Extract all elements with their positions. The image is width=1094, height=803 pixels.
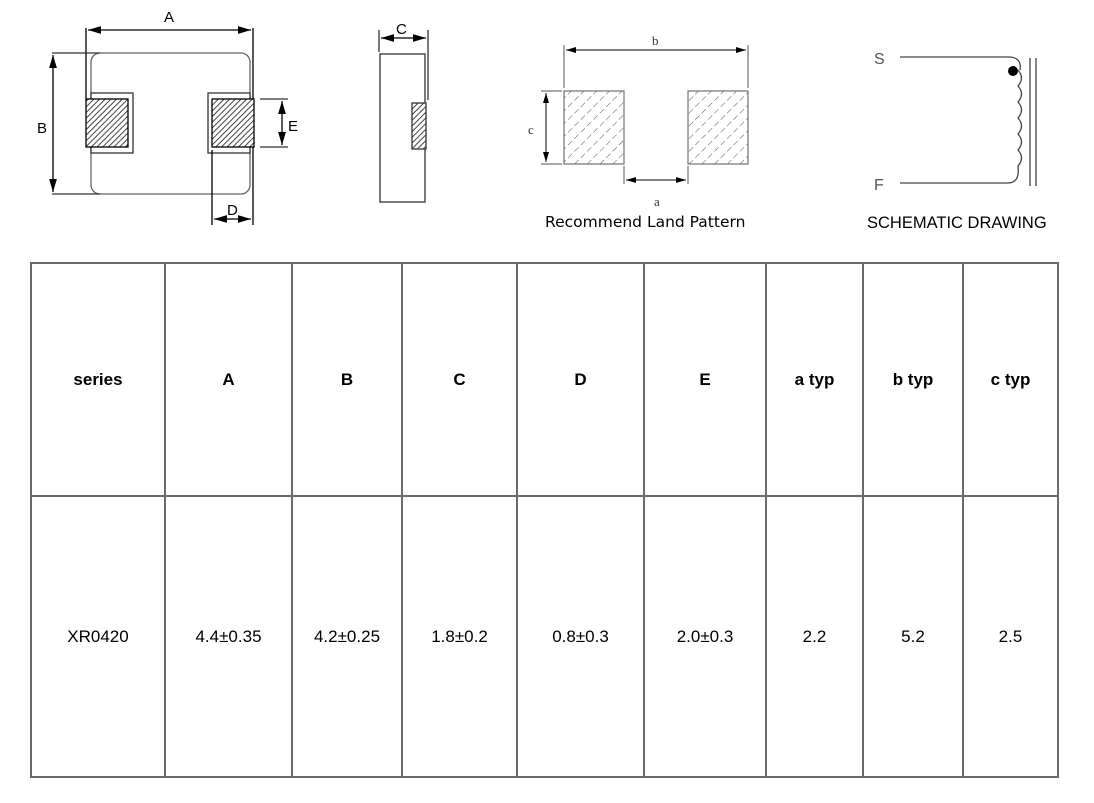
header-A: A: [164, 262, 293, 497]
header-D: D: [516, 262, 645, 497]
header-E: E: [643, 262, 767, 497]
dim-label-E: E: [288, 118, 298, 135]
cell-C: 1.8±0.2: [401, 495, 518, 778]
table-header-row: series A B C D E a typ b typ c typ: [30, 262, 1059, 497]
cell-c-typ: 2.5: [962, 495, 1059, 778]
cell-B: 4.2±0.25: [291, 495, 403, 778]
cell-series: XR0420: [30, 495, 166, 778]
header-B: B: [291, 262, 403, 497]
header-C: C: [401, 262, 518, 497]
header-b-typ: b typ: [862, 262, 964, 497]
dim-label-B: B: [37, 120, 47, 137]
dim-label-c: c: [528, 122, 534, 137]
dim-label-C: C: [396, 21, 407, 38]
schematic-label-start: S: [874, 51, 885, 68]
cell-A: 4.4±0.35: [164, 495, 293, 778]
dim-label-A: A: [164, 9, 174, 26]
dimensions-table: series A B C D E a typ b typ c typ XR042…: [30, 262, 1059, 778]
cell-D: 0.8±0.3: [516, 495, 645, 778]
cell-E: 2.0±0.3: [643, 495, 767, 778]
dim-label-b: b: [652, 33, 659, 48]
land-pattern-caption: Recommend Land Pattern: [545, 213, 746, 231]
front-view: [49, 26, 288, 225]
cell-b-typ: 5.2: [862, 495, 964, 778]
schematic-label-finish: F: [874, 177, 884, 194]
dim-label-D: D: [227, 202, 238, 219]
schematic-caption: SCHEMATIC DRAWING: [867, 214, 1047, 232]
schematic-symbol: [900, 56, 1037, 186]
header-series: series: [30, 262, 166, 497]
side-view: [378, 30, 429, 203]
cell-a-typ: 2.2: [765, 495, 864, 778]
dim-label-a: a: [654, 194, 660, 209]
dimension-drawings: A B E D C b c a S F: [37, 9, 1037, 225]
header-c-typ: c typ: [962, 262, 1059, 497]
land-pattern: [541, 45, 749, 184]
table-row: XR0420 4.4±0.35 4.2±0.25 1.8±0.2 0.8±0.3…: [30, 495, 1059, 778]
header-a-typ: a typ: [765, 262, 864, 497]
